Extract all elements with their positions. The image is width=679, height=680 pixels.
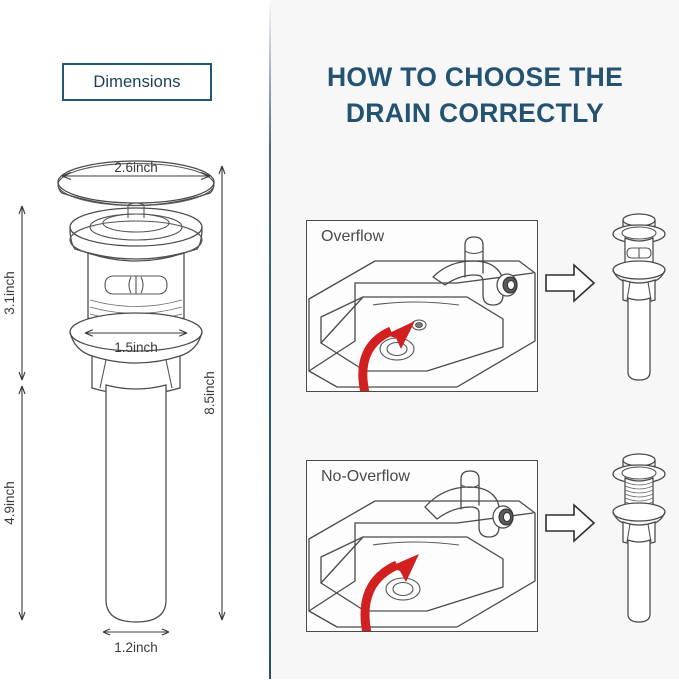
dimensions-badge-label: Dimensions	[93, 72, 181, 91]
dimensions-badge: Dimensions	[62, 63, 212, 101]
dim-label-flange-diameter: 1.5inch	[114, 340, 158, 355]
overflow-slot	[104, 275, 168, 295]
faucet	[432, 236, 518, 306]
no-overflow-row: No-Overflow	[271, 440, 679, 635]
overflow-card-label: Overflow	[321, 228, 385, 245]
page-title-line2: DRAIN CORRECTLY	[345, 97, 605, 128]
overflow-callout-arrow	[358, 321, 415, 391]
no-overflow-drain-product	[612, 453, 666, 623]
sink-without-overflow-illustration	[308, 470, 536, 631]
drain-flange-lower	[612, 260, 666, 282]
no-overflow-card-label: No-Overflow	[321, 468, 410, 485]
right-arrow-icon	[545, 503, 596, 543]
no-overflow-callout-arrow	[360, 554, 419, 631]
tail-pipe-product	[627, 297, 651, 381]
drain-seat	[69, 202, 203, 260]
dim-cap-diameter: 2.6inch	[61, 160, 211, 181]
guide-panel: HOW TO CHOOSE THE DRAIN CORRECTLY Overfl…	[271, 0, 679, 679]
drain-flange-top	[612, 464, 666, 484]
dim-label-tail-diameter: 1.2inch	[114, 640, 158, 655]
right-arrow-icon	[545, 263, 596, 303]
hex-nut	[91, 355, 181, 396]
dim-label-total-height: 8.5inch	[202, 371, 217, 415]
faucet	[424, 470, 514, 538]
drain-flange-lower	[612, 502, 666, 524]
drain-hole	[379, 337, 415, 361]
dim-total-height: 8.5inch	[202, 165, 226, 621]
drain-hole	[385, 577, 421, 601]
no-overflow-sink-card: No-Overflow	[306, 460, 538, 632]
overflow-row: Overflow	[271, 200, 679, 395]
sink-with-overflow-illustration	[308, 236, 536, 391]
dim-flange-diameter: 1.5inch	[84, 329, 188, 355]
tail-pipe	[105, 384, 167, 623]
dim-label-tail-length: 4.9inch	[2, 481, 17, 525]
overflow-sink-card: Overflow	[306, 220, 538, 392]
dim-label-upper-height: 3.1inch	[2, 271, 17, 315]
drain-cap	[57, 160, 215, 207]
overflow-drain-product	[612, 213, 666, 381]
dim-tail-diameter: 1.2inch	[102, 628, 170, 655]
dimensions-panel: Dimensions	[0, 0, 270, 679]
sink-body	[308, 260, 536, 388]
dim-upper-height: 3.1inch	[2, 205, 26, 381]
tail-pipe-product	[627, 539, 651, 623]
drain-dimension-drawing: 2.6inch 3.1inch 1.5inch 8.5in	[2, 160, 226, 655]
overflow-slot-product	[626, 247, 652, 259]
page-title-line1: HOW TO CHOOSE THE	[326, 62, 624, 92]
dim-tail-length: 4.9inch	[2, 385, 26, 621]
drain-flange	[69, 312, 203, 357]
drain-flange-top	[612, 224, 666, 244]
page-title: HOW TO CHOOSE THE DRAIN CORRECTLY	[271, 60, 679, 132]
panel-divider	[269, 0, 271, 679]
dim-label-cap-diameter: 2.6inch	[114, 160, 158, 175]
